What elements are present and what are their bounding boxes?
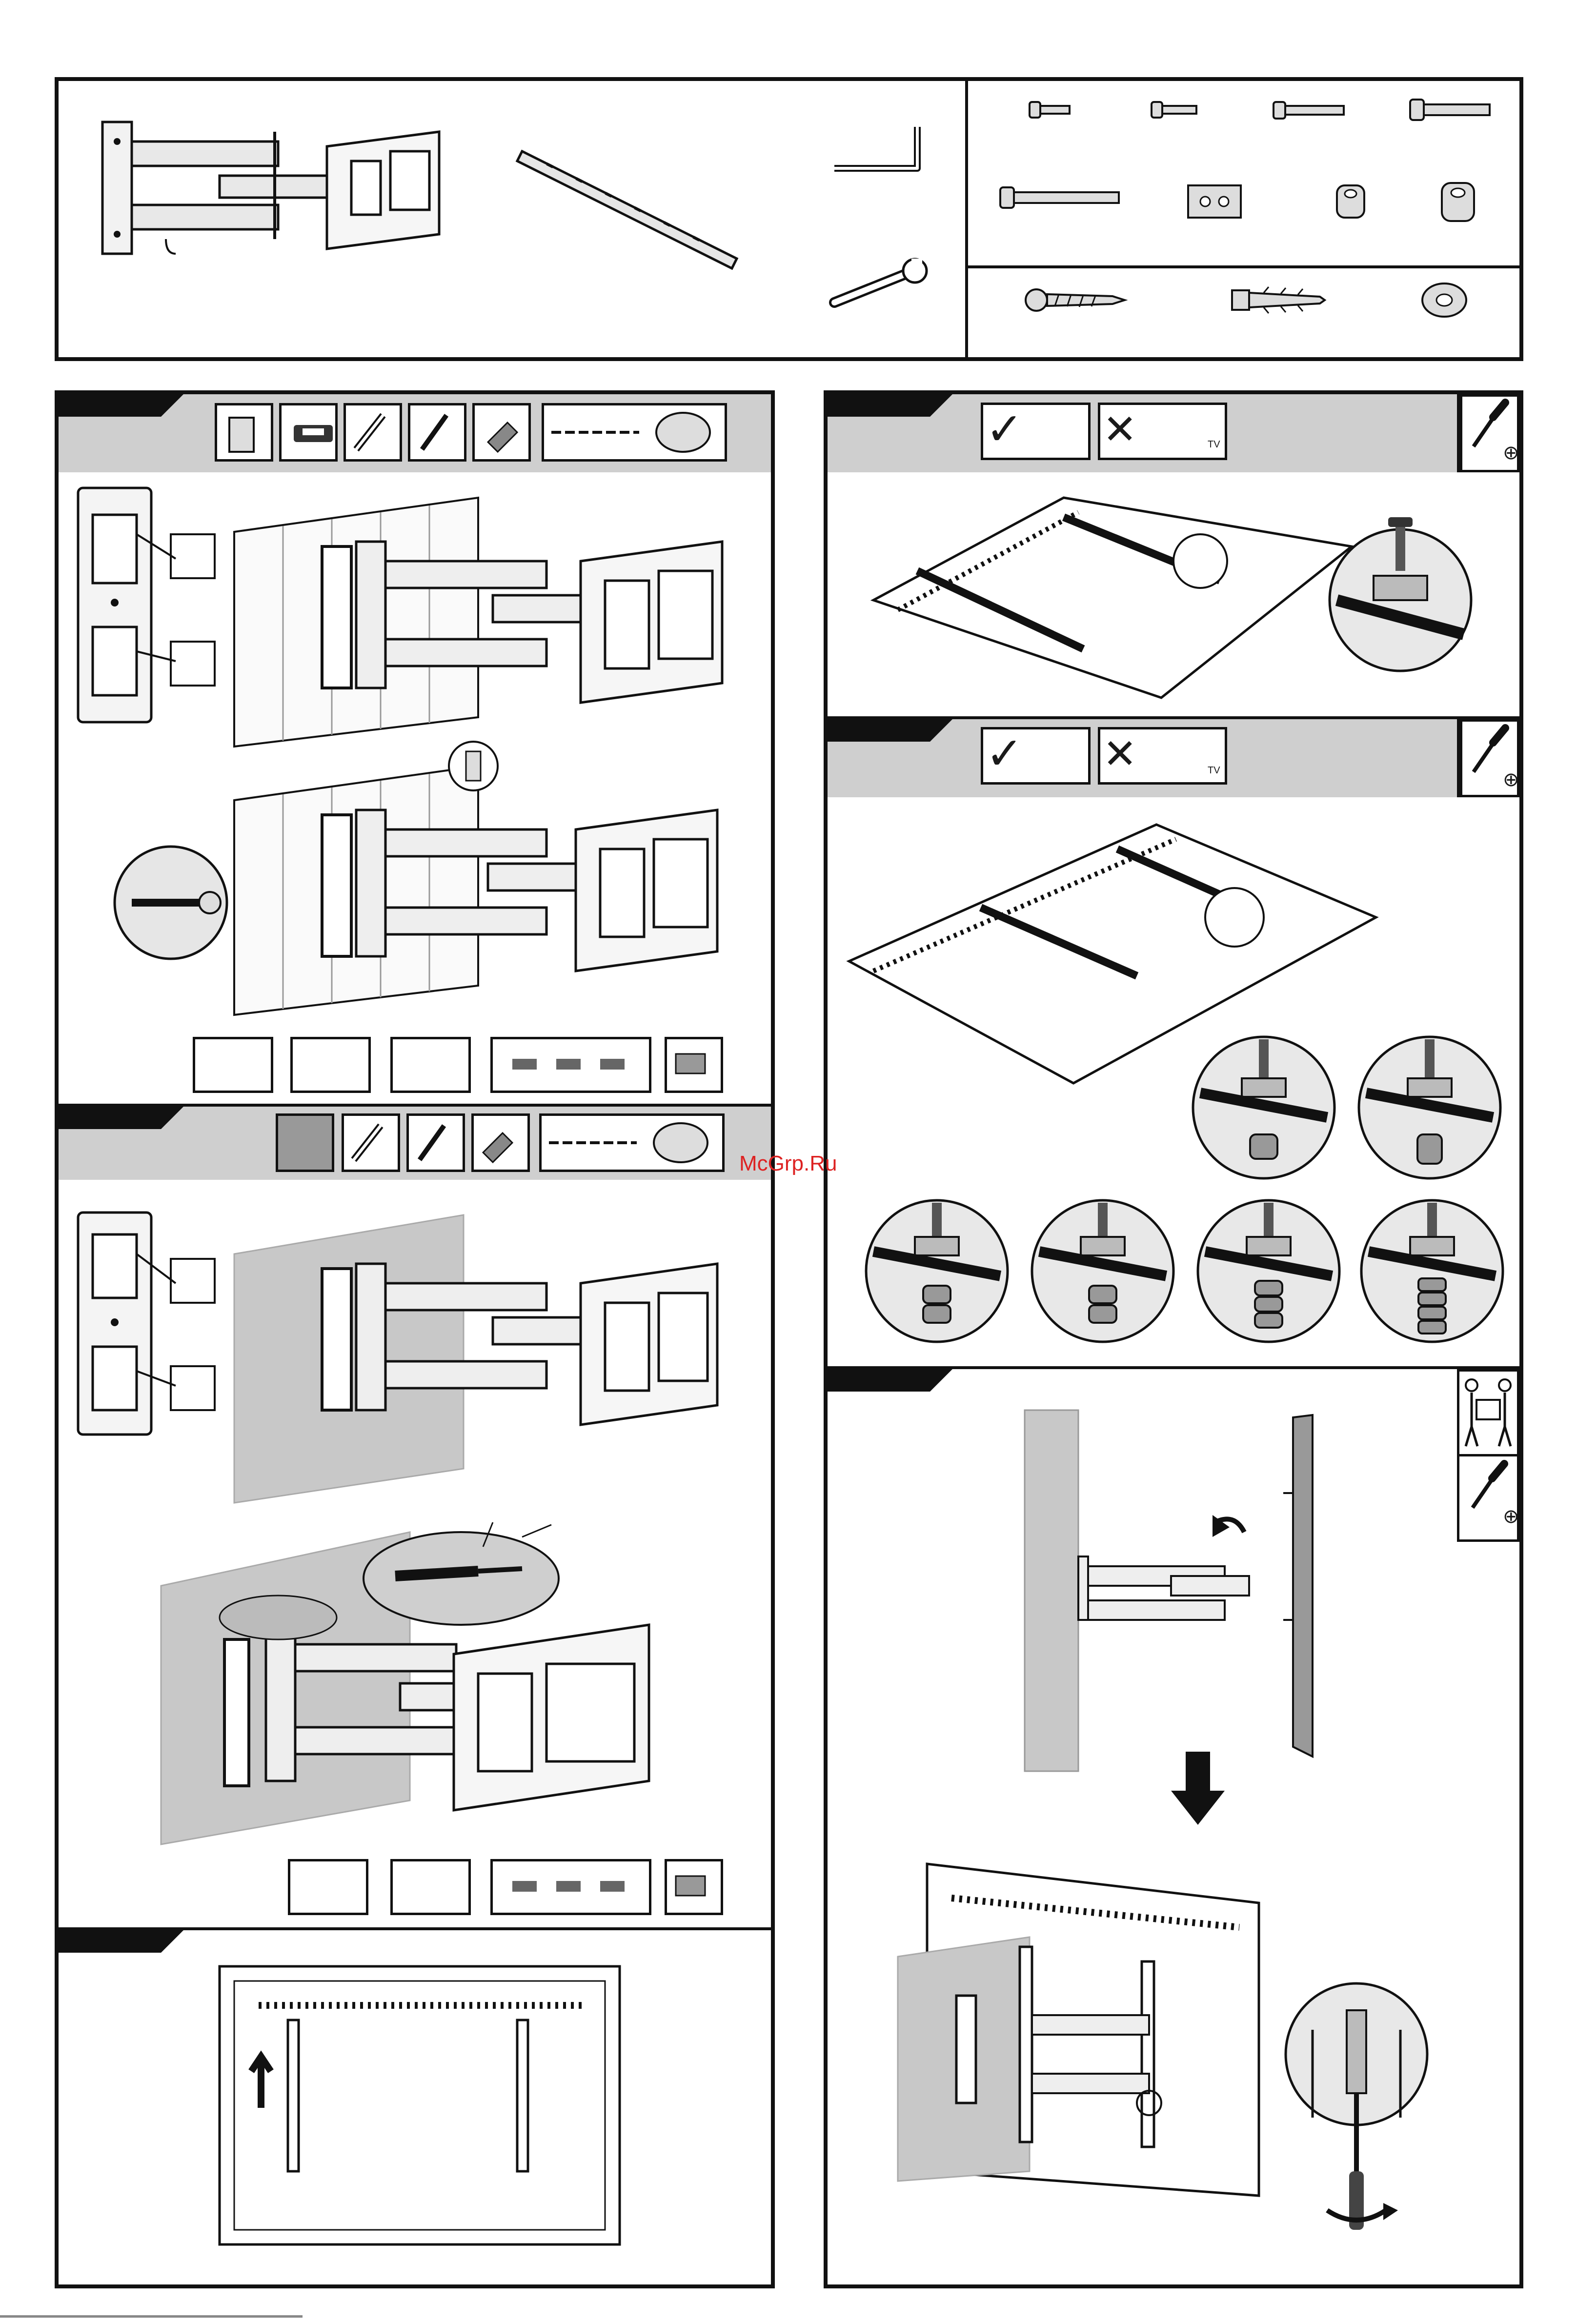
step-vesa-flat-number-tab [828,394,930,417]
wood-wall-arm-diagram-top [229,493,727,747]
wall-mount-arm-part [98,112,449,278]
hint-drill-pilot [390,1037,471,1093]
wrench-icon [825,259,937,317]
spacer-long-icon [1439,181,1478,224]
spacer-zoom-6 [1359,1198,1505,1344]
step-vesa-spacer-number-tab [828,719,930,742]
hang-tv-screw-zoom [1283,1976,1430,2249]
bolt-m6-icon [1274,100,1347,121]
spacer-zoom-4 [1030,1198,1176,1344]
concrete-wall-arm-diagram-top [229,1215,722,1503]
hang-tv-back-view [898,1859,1269,2201]
step-wood-number-tab [59,394,161,417]
down-arrow-icon [1171,1752,1225,1825]
concrete-wall-arm-diagram-bottom [161,1527,659,1844]
spacer-zoom-1 [1191,1034,1337,1181]
wall-plate-detail-wood [73,485,220,729]
bolt-long-icon [1000,185,1122,211]
watermark: McGrp.Ru [739,1152,837,1176]
hang-tv-side-view [1020,1405,1332,1781]
spacer-zoom-2 [1356,1034,1503,1181]
parts-divider-horizontal [968,265,1519,268]
wood-screw-icon [1025,285,1127,315]
footer-line [0,2315,303,2318]
hint-drill-pilot-concrete [390,1859,471,1915]
wall-anchor-icon [1230,283,1327,317]
tv-back-rails-diagram [215,1961,625,2254]
tv-flat-bracket-diagram [869,488,1356,703]
wood-wall-arm-diagram-bottom [112,742,727,1025]
spacer-zoom-3 [864,1198,1010,1344]
hint-pencil-mark-concrete [288,1859,368,1915]
tv-flat-bracket-zoom [1327,493,1474,678]
cross-icon: ✕ [1103,405,1137,454]
screwdriver-icon-hang [1463,1459,1512,1513]
bolt-m8-icon [1410,98,1493,123]
parts-divider-vertical [965,81,968,357]
tool-icons-wood [215,403,727,462]
check-icon-2: ✓ [986,729,1023,778]
tool-concrete-wall [276,1113,334,1172]
spacer-short-icon [1334,183,1369,222]
wall-plate-detail-concrete [73,1210,220,1439]
step-hang-number-tab [828,1369,930,1392]
bolt-m4-short-icon [1030,100,1073,120]
tool-icons-concrete [342,1113,725,1172]
step-tvback-number-tab [59,1930,161,1953]
hint-icons-concrete [490,1859,725,1915]
two-person-lift-icon [1461,1373,1516,1451]
vesa-rail-part [517,146,742,273]
round-washer-icon [1420,281,1469,320]
spacer-zoom-5 [1195,1198,1342,1344]
step-concrete-number-tab [59,1107,161,1129]
cross-icon-2: ✕ [1103,729,1137,778]
hint-mark-holes [193,1037,273,1093]
square-washer-icon [1186,183,1244,222]
screwdriver-icon-spacer [1464,723,1513,777]
screwdriver-icon-flat [1464,398,1513,451]
bolt-m5-short-icon [1152,100,1200,120]
tv-label: TV [1208,439,1220,450]
hint-icons-wood [490,1037,725,1093]
check-icon: ✓ [986,405,1023,454]
allen-key-icon [829,122,937,176]
tv-label-2: TV [1208,765,1220,776]
hint-pencil-mark [290,1037,371,1093]
